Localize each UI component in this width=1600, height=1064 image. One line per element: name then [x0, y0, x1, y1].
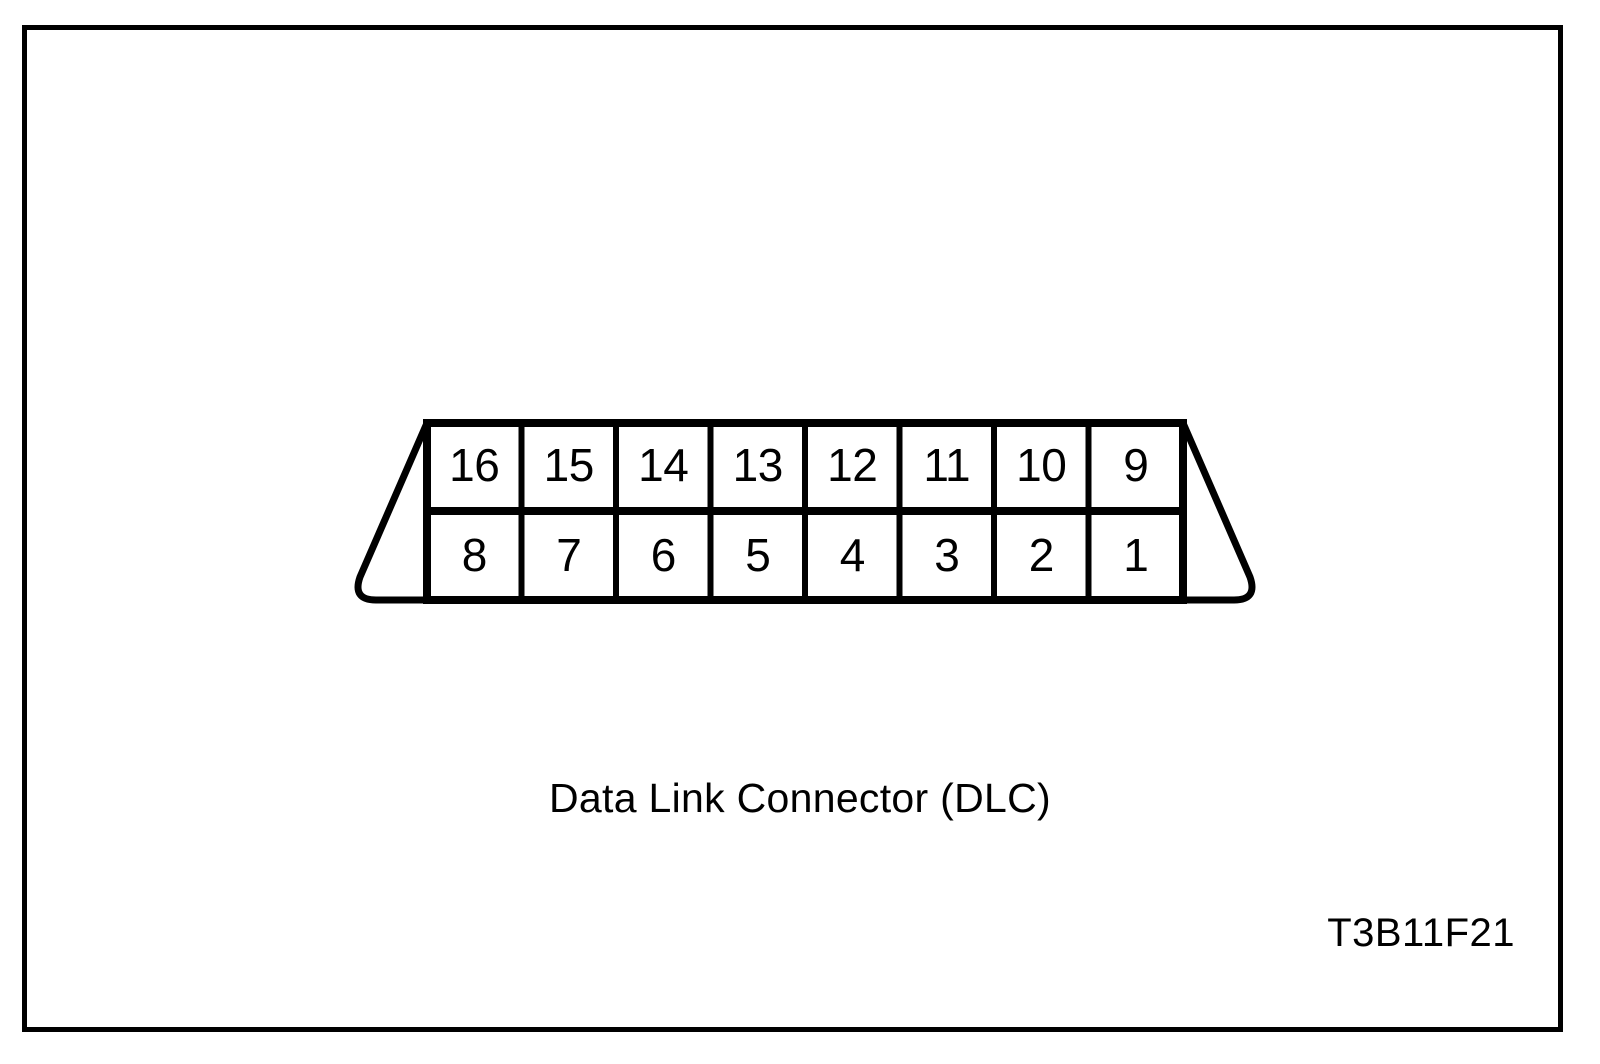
figure-reference-code: T3B11F21	[1327, 911, 1515, 955]
connector-left-wing	[354, 419, 431, 604]
pin-column-dividers	[518, 420, 1092, 603]
pin-cell-10[interactable]: 10	[1016, 439, 1067, 491]
pin-cell-2[interactable]: 2	[1028, 529, 1055, 581]
pin-cell-12[interactable]: 12	[827, 439, 878, 491]
pin-cell-8[interactable]: 8	[461, 529, 488, 581]
figure-caption: Data Link Connector (DLC)	[549, 775, 1051, 821]
pin-cell-5[interactable]: 5	[745, 529, 771, 581]
pin-cell-14[interactable]: 14	[638, 439, 689, 491]
pin-cell-13[interactable]: 13	[732, 439, 784, 491]
pin-cell-16[interactable]: 16	[449, 439, 500, 491]
pin-cell-3[interactable]: 3	[934, 529, 960, 581]
pin-cell-1[interactable]: 1	[1123, 529, 1149, 581]
pin-cell-15[interactable]: 15	[543, 439, 595, 491]
pin-cell-7[interactable]: 7	[556, 529, 582, 581]
pin-row-top: 16 15 14 13 12 11 10 9	[427, 420, 1183, 510]
pin-cell-4[interactable]: 4	[839, 529, 866, 581]
pin-number-grid: 16 15 14 13 12 11 10 9 8 7 6 5 4 3 2 1	[427, 420, 1183, 600]
connector-outline-svg	[354, 419, 1256, 604]
connector-right-wing	[1179, 419, 1256, 604]
pin-row-bottom: 8 7 6 5 4 3 2 1	[427, 510, 1183, 600]
figure-border	[22, 25, 1563, 1032]
dlc-connector-drawing: 16 15 14 13 12 11 10 9 8 7 6 5 4 3 2 1	[330, 405, 1256, 615]
pin-cell-11[interactable]: 11	[923, 439, 971, 491]
pin-cell-9[interactable]: 9	[1123, 439, 1149, 491]
pin-cell-6[interactable]: 6	[650, 529, 677, 581]
